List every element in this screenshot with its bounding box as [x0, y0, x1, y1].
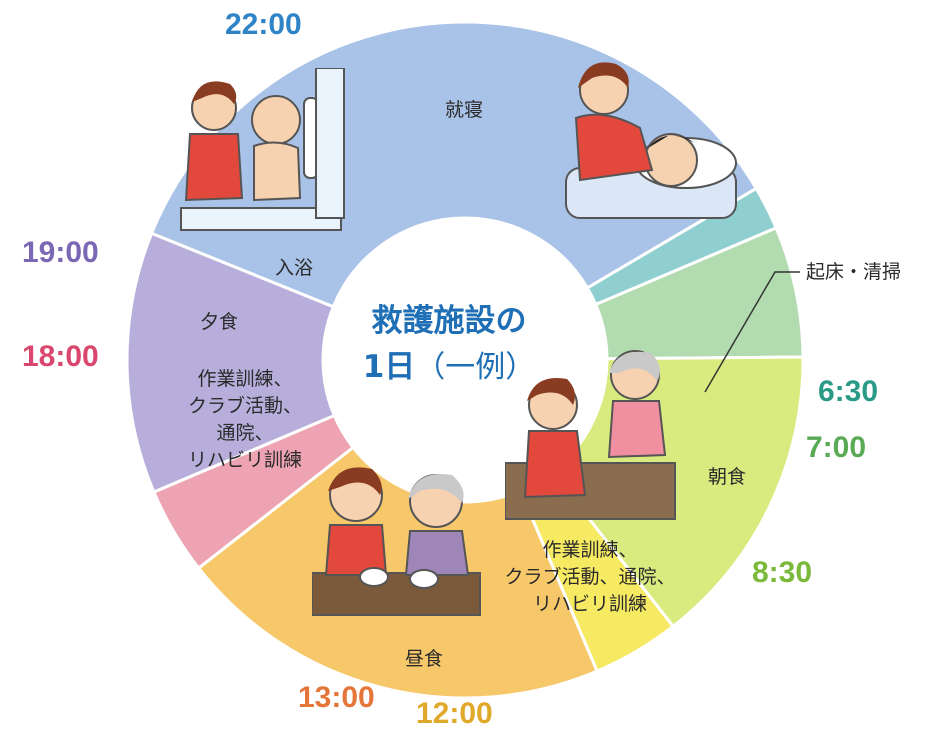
segment-label-sleep: 就寝	[445, 99, 484, 121]
caregiver-tucking-in-man-illustration	[565, 62, 737, 219]
caregiver-helping-elder-shoes-illustration	[505, 350, 676, 520]
time-label-1200: 12:00	[416, 697, 493, 730]
center-title: 救護施設の 1日（一例）	[329, 298, 569, 391]
segment-label-dinner: 夕食	[200, 311, 239, 333]
segment-label-work-am: 作業訓練、 クラブ活動、通院、 リハビリ訓練	[504, 539, 676, 615]
segment-label-breakfast: 朝食	[708, 466, 747, 488]
time-label-0630: 6:30	[818, 375, 879, 408]
center-title-line2: 1日（一例）	[329, 344, 569, 391]
wake-leader-line	[704, 271, 800, 393]
segment-label-lunch: 昼食	[405, 648, 444, 670]
center-title-line1: 救護施設の	[371, 303, 527, 339]
center-title-example: （一例）	[415, 350, 536, 385]
segment-label-bath: 入浴	[275, 257, 314, 279]
time-label-0830: 8:30	[752, 556, 813, 589]
time-label-1300: 13:00	[298, 681, 375, 714]
women-eating-meal-illustration	[312, 467, 481, 616]
time-label-0700: 7:00	[806, 431, 867, 464]
segment-bath	[125, 231, 337, 495]
segment-label-work-pm: 作業訓練、 クラブ活動、 通院、 リハビリ訓練	[187, 368, 302, 471]
center-title-day: 1日	[362, 349, 416, 385]
segment-label-wake: 起床・清掃	[806, 261, 902, 283]
time-label-1900: 19:00	[22, 236, 99, 269]
caregiver-bathing-elder-illustration	[180, 68, 345, 231]
time-label-2200: 22:00	[225, 8, 302, 41]
time-label-1800: 18:00	[22, 340, 99, 373]
